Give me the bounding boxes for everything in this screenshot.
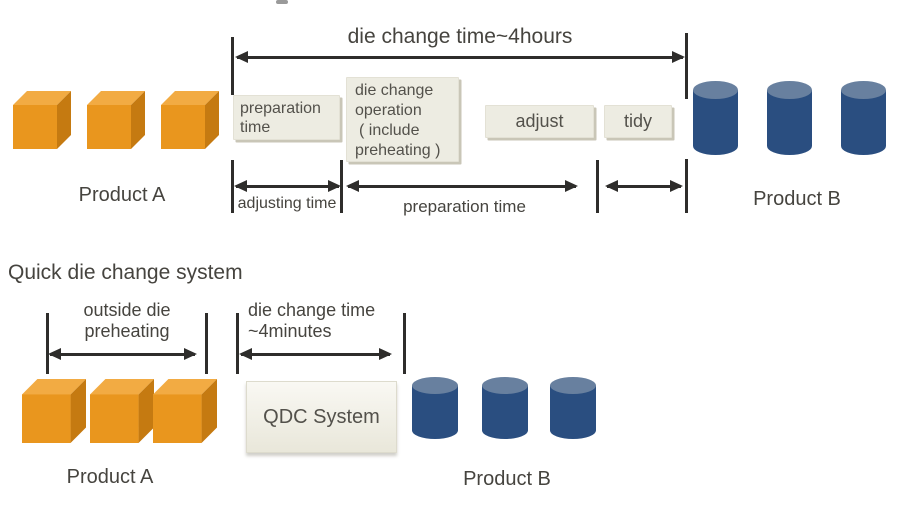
cutoff-text-artifact	[276, 0, 288, 4]
product-b-label-bottom: Product B	[463, 468, 551, 490]
cube-icon	[153, 379, 217, 443]
product-a-label-top: Product A	[78, 184, 166, 206]
cube-icon	[22, 379, 86, 443]
tick-mark	[685, 159, 688, 213]
tick-mark	[46, 313, 49, 374]
tidy-time-arrow	[605, 180, 683, 192]
quick-die-change-heading: Quick die change system	[8, 261, 243, 284]
cylinder-icon	[412, 377, 458, 439]
preparation-time-box: preparation time	[233, 95, 340, 140]
cube-icon	[13, 91, 71, 149]
tick-mark	[236, 313, 239, 374]
tick-mark	[231, 37, 234, 95]
cylinder-icon	[767, 81, 812, 155]
die-change-time-4minutes-label: die change time ~4minutes	[248, 300, 376, 341]
cube-icon	[90, 379, 154, 443]
product-a-label-bottom: Product A	[66, 466, 154, 488]
die-change-time-4minutes-arrow	[239, 348, 392, 360]
adjust-box: adjust	[485, 105, 594, 138]
die-change-time-4hours-label: die change time~4hours	[347, 25, 573, 48]
tidy-box: tidy	[604, 105, 672, 138]
cube-icon	[161, 91, 219, 149]
tick-mark	[596, 160, 599, 213]
product-b-label-top: Product B	[753, 188, 841, 210]
adjusting-time-arrow	[234, 180, 341, 192]
cylinder-icon	[482, 377, 528, 439]
die-change-operation-box: die change operation ( include preheatin…	[346, 77, 459, 162]
qdc-system-box: QDC System	[246, 381, 397, 453]
cylinder-icon	[841, 81, 886, 155]
die-change-time-arrow	[235, 51, 685, 63]
preparation-time-arrow	[346, 180, 578, 192]
tick-mark	[205, 313, 208, 374]
cylinder-icon	[550, 377, 596, 439]
tick-mark	[685, 33, 688, 99]
adjusting-time-label: adjusting time	[237, 195, 337, 212]
tick-mark	[231, 160, 234, 213]
outside-die-preheating-arrow	[48, 348, 197, 360]
tick-mark	[403, 313, 406, 374]
cylinder-icon	[693, 81, 738, 155]
preparation-time-label: preparation time	[403, 197, 526, 216]
cube-icon	[87, 91, 145, 149]
outside-die-preheating-label: outside die preheating	[83, 300, 171, 341]
tick-mark	[340, 160, 343, 213]
